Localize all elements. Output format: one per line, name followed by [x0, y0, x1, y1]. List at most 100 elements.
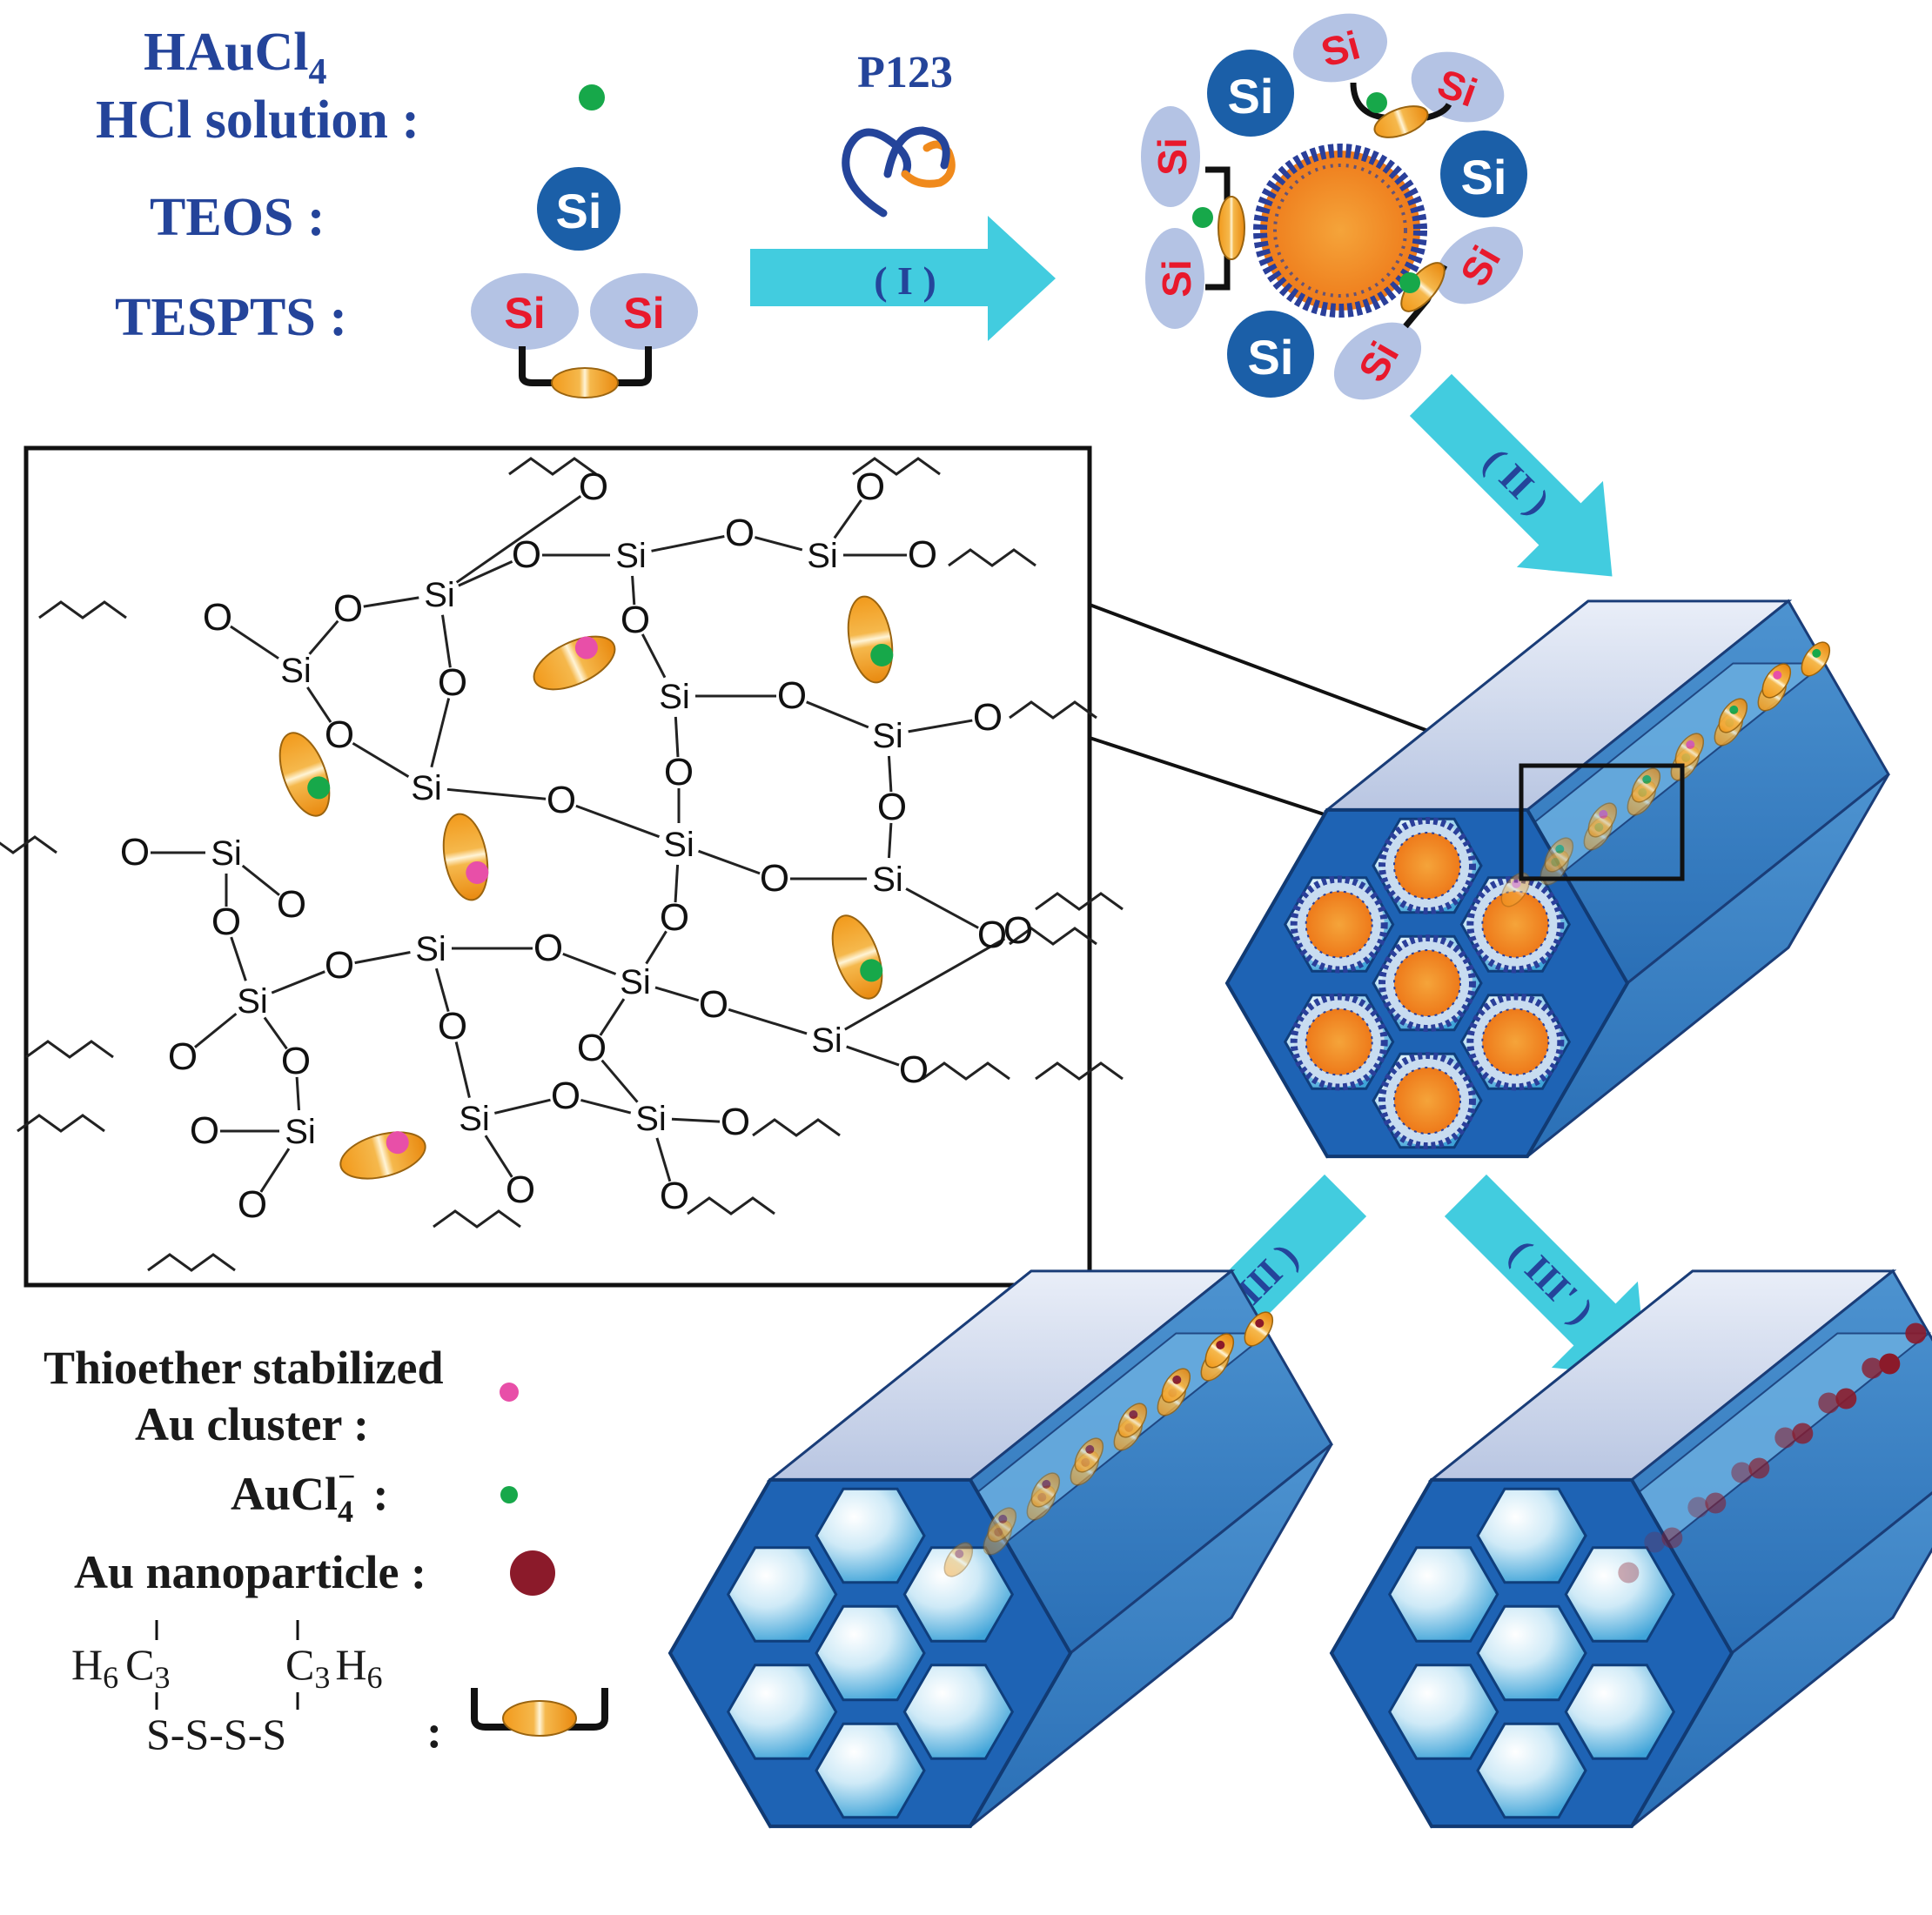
network-bond — [271, 970, 325, 994]
network-bond — [844, 937, 1006, 1031]
p123-label: P123 — [857, 48, 953, 97]
pore — [1387, 1664, 1499, 1760]
network-o-label: O — [877, 786, 907, 828]
network-si-label: Si — [635, 1100, 667, 1138]
network-si-label: Si — [424, 576, 455, 614]
propyl-tail — [38, 600, 127, 619]
linker-pill — [1074, 1437, 1104, 1473]
network-o-label: O — [621, 599, 650, 641]
linker-pill — [339, 1131, 426, 1180]
reagent-labels: HAuCl4 HCl solution : TEOS : TESPTS : — [96, 23, 419, 347]
network-o-label: O — [325, 713, 354, 756]
network-o-label: O — [168, 1035, 198, 1078]
network-o-label: O — [333, 587, 363, 630]
network-bond — [905, 887, 979, 929]
propyl-tail — [852, 457, 941, 476]
linker-pill — [987, 1507, 1017, 1543]
network-bond — [645, 930, 667, 965]
mesoporous-template-column — [1224, 599, 1890, 1159]
propyl-tail — [17, 1114, 105, 1133]
pore — [726, 1546, 838, 1643]
au-nanoparticle — [1748, 1457, 1770, 1479]
network-bond — [430, 698, 451, 768]
network-si-label: Si — [211, 834, 242, 873]
mesoporous-column-with-nanoparticles — [1329, 1269, 1932, 1829]
network-bond — [641, 633, 667, 679]
linker-pill — [278, 732, 331, 817]
linker-pill — [1587, 802, 1618, 838]
linker-pill — [831, 914, 883, 1000]
propyl-tail — [687, 1196, 775, 1215]
zoom-box — [1519, 763, 1685, 881]
teos-si-icon: Si — [537, 167, 621, 251]
network-o-label: O — [238, 1183, 267, 1226]
network-bond — [363, 596, 419, 608]
network-bond — [562, 952, 617, 975]
mesoporous-column-with-clusters — [667, 1269, 1333, 1829]
network-bond — [259, 1148, 291, 1193]
network-bond — [263, 1016, 288, 1050]
network-si-label: Si — [872, 860, 903, 899]
linker-pill — [1761, 663, 1792, 699]
step-2-arrow: ( II ) — [1409, 373, 1613, 577]
linker-pill — [1244, 1311, 1274, 1347]
legend: Thioether stabilized Au cluster : AuCl4−… — [44, 1342, 608, 1758]
au-nanoparticle — [1862, 1357, 1883, 1379]
network-bond — [230, 936, 247, 981]
network-o-label: O — [438, 661, 467, 704]
network-bond — [674, 716, 680, 758]
au-nanoparticle — [1818, 1392, 1840, 1414]
legend-thioether-line1: Thioether stabilized — [44, 1342, 444, 1394]
network-o-label: O — [547, 779, 576, 821]
network-o-label: O — [899, 1048, 929, 1091]
network-si-label: Si — [415, 930, 446, 968]
network-o-label: O — [203, 596, 232, 639]
network-bond — [755, 536, 803, 552]
pore — [1476, 1604, 1587, 1702]
network-bond — [306, 686, 332, 723]
linker-pill — [1801, 641, 1831, 677]
network-si-label: Si — [659, 678, 690, 716]
network-bond — [651, 535, 725, 552]
network-bond — [580, 1098, 632, 1115]
network-bond — [455, 495, 582, 584]
network-bond — [728, 1008, 808, 1035]
network-o-label: O — [512, 533, 541, 576]
propyl-tail — [25, 1040, 114, 1059]
teos-label: TEOS : — [150, 188, 325, 247]
propyl-tail — [508, 457, 597, 476]
network-o-label: O — [577, 1027, 607, 1069]
network-bond — [575, 804, 661, 839]
structure-colon: : — [426, 1705, 442, 1758]
au-nanoparticle — [1835, 1388, 1857, 1409]
network-bond — [655, 1137, 672, 1182]
network-bond — [241, 864, 280, 896]
network-bond — [484, 1135, 513, 1178]
au-nanoparticle — [1774, 1427, 1796, 1449]
tespts-linker-legend-icon — [471, 1688, 608, 1737]
svg-text:Si: Si — [623, 289, 664, 338]
svg-text:Si: Si — [1154, 259, 1199, 297]
legend-thioether-line2: Au cluster : — [135, 1398, 369, 1450]
step-1-label: ( I ) — [874, 258, 936, 303]
network-bond — [454, 1041, 471, 1099]
network-bond — [308, 619, 339, 655]
network-o-label: O — [973, 696, 1003, 739]
linker-pill — [1718, 698, 1748, 733]
micelle-tespts-top: Si Si — [1292, 13, 1505, 138]
network-bond — [698, 849, 761, 875]
network-bond — [446, 787, 547, 800]
legend-nanoparticle: Au nanoparticle : — [74, 1546, 426, 1598]
network-o-label: O — [533, 927, 563, 969]
network-bond — [599, 998, 626, 1036]
network-si-label: Si — [237, 982, 268, 1021]
micelle-si-circle: Si — [1440, 131, 1527, 218]
network-bond — [354, 951, 411, 965]
network-bond — [674, 864, 680, 903]
network-bond — [671, 1117, 721, 1123]
svg-text:Si: Si — [556, 184, 602, 238]
propyl-tail — [433, 1209, 521, 1229]
network-o-label: O — [1003, 909, 1033, 952]
